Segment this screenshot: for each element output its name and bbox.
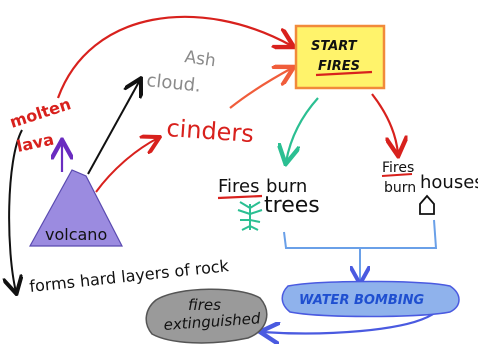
arrow-start-fires-to-trees xyxy=(286,97,319,162)
houses-fires-word: Fires xyxy=(382,160,414,176)
connector-trees-houses-to-water xyxy=(283,219,438,282)
extinguished-line1: fires xyxy=(188,296,221,314)
start-fires-box xyxy=(294,24,386,90)
start-fires-line1: START xyxy=(311,39,358,54)
volcano-shape xyxy=(28,169,123,247)
ash-label: Ash xyxy=(183,47,217,71)
cloud-label: cloud. xyxy=(145,70,201,97)
arrow-water-to-extinguished xyxy=(262,311,437,333)
water-bombing-label: WATER BOMBING xyxy=(299,293,424,308)
water-bombing-shape xyxy=(281,280,460,318)
molten-label: molten xyxy=(7,94,73,132)
houses-fires-underline xyxy=(381,173,413,177)
houses-burn-word: burn xyxy=(384,180,416,196)
arrow-volcano-to-ash-cloud xyxy=(87,80,140,175)
arrow-volcano-to-rock xyxy=(9,129,22,292)
houses-label: houses xyxy=(420,172,478,193)
trees-label: trees xyxy=(264,193,320,218)
arrow-volcano-to-cinders xyxy=(95,138,158,193)
house-icon xyxy=(419,194,435,215)
start-fires-line2: FIRES xyxy=(318,59,360,74)
trees-fires-underline xyxy=(217,194,263,200)
extinguished-rock-shape xyxy=(145,288,268,344)
arrow-cinders-to-start-fires xyxy=(229,68,292,109)
trees-burn-word: burn xyxy=(266,176,307,197)
arrow-lava-to-start-fires xyxy=(56,15,292,99)
trees-fires-word: Fires xyxy=(218,176,260,197)
cinders-label: cinders xyxy=(166,114,255,148)
arrow-start-fires-to-houses xyxy=(371,93,398,154)
tree-icon xyxy=(237,201,263,231)
volcano-label: volcano xyxy=(45,225,107,244)
start-fires-underline xyxy=(315,70,373,77)
